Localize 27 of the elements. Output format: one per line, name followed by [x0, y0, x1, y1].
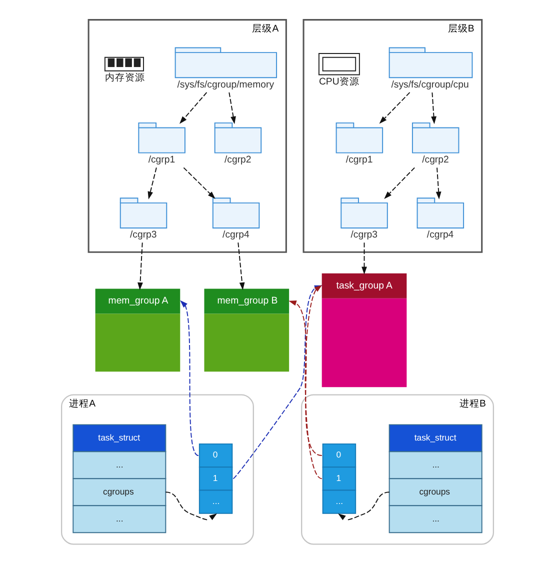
arrow: [338, 492, 390, 520]
node-label: /cgrp4: [426, 230, 454, 241]
node-label: CPU资源: [318, 76, 359, 88]
arrow: [164, 492, 216, 520]
arrow: [237, 242, 244, 290]
arrow: [180, 300, 198, 456]
node-label: /sys/fs/cgroup/memory: [176, 79, 274, 90]
node-label: /cgrp2: [422, 154, 448, 166]
arrow: [384, 167, 415, 199]
arrow: [288, 300, 322, 456]
node-label: /cgrp1: [345, 154, 372, 166]
arrow: [178, 92, 207, 124]
node-label: /cgrp3: [350, 230, 378, 241]
arrow: [137, 242, 142, 290]
node-label: /cgrp2: [224, 154, 251, 166]
node-label: /sys/fs/cgroup/cpu: [390, 79, 468, 90]
arrow: [430, 92, 436, 124]
arrow: [147, 167, 156, 200]
node-label: /cgrp1: [148, 154, 175, 166]
arrow: [378, 92, 410, 124]
arrow: [361, 242, 366, 274]
arrow: [435, 167, 441, 200]
node-label: 内存资源: [104, 72, 144, 84]
arrow: [228, 92, 236, 124]
node-label: /cgrp4: [222, 230, 249, 241]
arrow: [182, 167, 215, 199]
node-label: /cgrp3: [130, 230, 156, 241]
